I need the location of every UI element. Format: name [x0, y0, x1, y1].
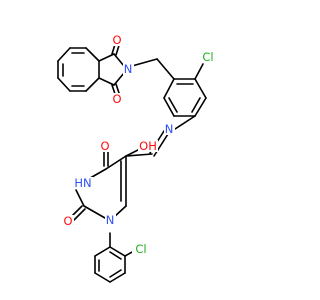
bond	[57, 77, 71, 92]
bond	[191, 97, 201, 113]
atom-cl-lower: Cl	[132, 242, 150, 256]
atom-o-top: O	[112, 33, 123, 47]
bond	[98, 53, 115, 62]
atom-label: O	[112, 92, 121, 106]
bond	[109, 269, 122, 278]
bond	[153, 133, 169, 157]
atom-label: N	[124, 62, 133, 76]
atom-oh-right: OH	[138, 139, 158, 153]
bond	[194, 97, 207, 117]
atom-o-urea: O	[63, 214, 74, 228]
bond	[194, 78, 207, 99]
bond	[113, 72, 125, 86]
bond	[105, 155, 127, 170]
bond	[57, 47, 71, 62]
bond	[113, 53, 125, 67]
bond	[174, 115, 196, 130]
bond	[168, 97, 178, 113]
atom-o-left: O	[100, 139, 111, 153]
atom-label: O	[100, 139, 109, 153]
atom-label: HN	[74, 176, 91, 190]
atom-label: Cl	[135, 242, 146, 256]
atom-label: N	[165, 122, 174, 136]
atom-label: O	[63, 214, 72, 228]
bond	[109, 272, 126, 283]
molecule-structure: O N O Cl N O OH HN	[57, 33, 217, 283]
bond	[109, 251, 122, 260]
bond	[131, 58, 158, 67]
bond	[163, 78, 175, 99]
bond	[83, 205, 106, 219]
atom-label: N	[106, 213, 115, 227]
atom-n-imine: N	[164, 122, 175, 136]
bond	[94, 272, 111, 283]
bond	[125, 148, 141, 157]
atom-cl-upper: Cl	[199, 50, 217, 64]
atom-label: Cl	[202, 50, 213, 64]
bond	[163, 97, 175, 117]
bond	[109, 246, 126, 257]
atom-n-ring: N	[105, 213, 116, 227]
bond	[98, 77, 115, 86]
bond	[156, 58, 175, 80]
structure-canvas: O N O Cl N O OH HN	[57, 33, 217, 283]
atom-layer: O N O Cl N O OH HN	[63, 33, 217, 256]
bond	[94, 246, 111, 257]
atom-nh: HN	[73, 176, 93, 190]
bond	[85, 47, 100, 62]
atom-o-bottom: O	[112, 92, 123, 106]
atom-label: OH	[139, 139, 157, 153]
bond	[75, 189, 85, 207]
atom-label: O	[112, 33, 121, 47]
atom-n-imide: N	[123, 62, 134, 76]
bond	[194, 63, 204, 80]
bond	[125, 153, 153, 157]
bond	[85, 77, 100, 92]
